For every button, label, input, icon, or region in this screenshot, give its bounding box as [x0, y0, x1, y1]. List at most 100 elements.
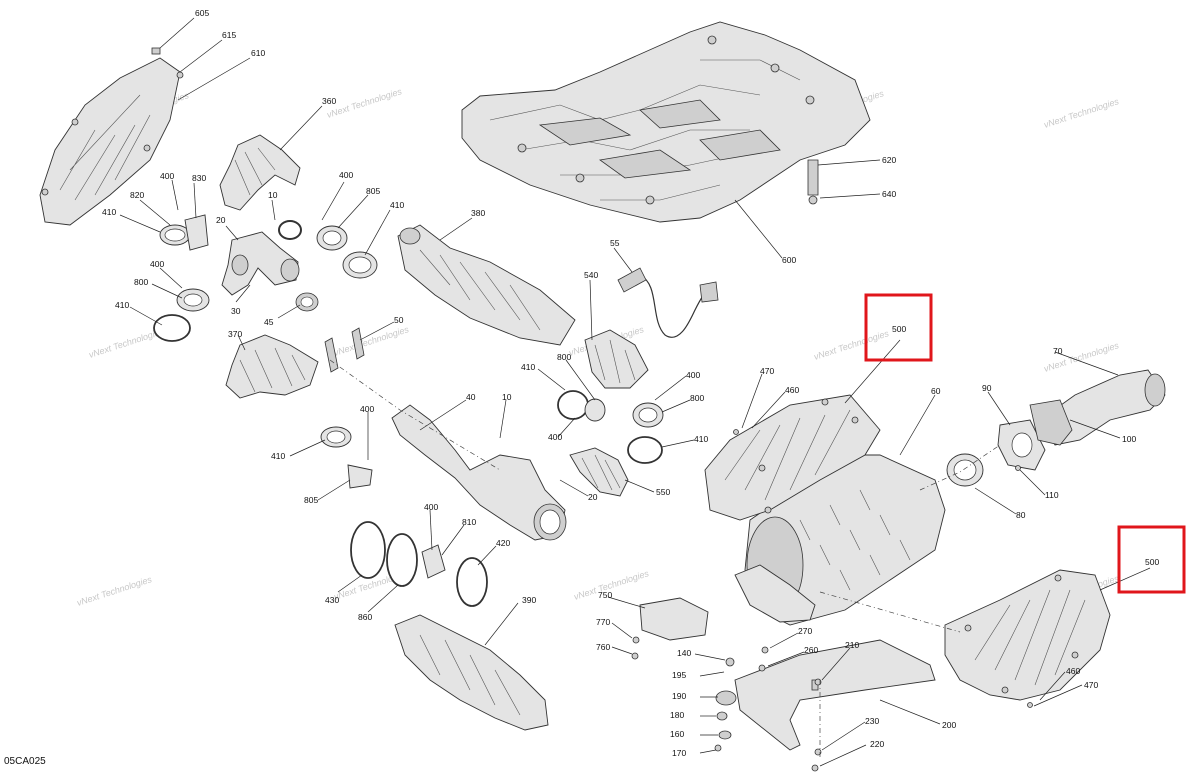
callout-640: 640	[882, 189, 896, 199]
shield-750	[639, 597, 709, 641]
skid-plate-600	[461, 21, 871, 223]
callout-160: 160	[670, 729, 684, 739]
callout-180: 180	[670, 710, 684, 720]
clamp-410-a	[159, 224, 191, 246]
callout-620: 620	[882, 155, 896, 165]
heat-shield-370	[225, 334, 319, 399]
callout-820: 820	[130, 190, 144, 200]
callout-230: 230	[865, 716, 879, 726]
callout-400: 400	[160, 171, 174, 181]
callout-195: 195	[672, 670, 686, 680]
heat-shield-540	[584, 329, 649, 389]
clamps-430-860	[350, 521, 488, 607]
callout-610: 610	[251, 48, 265, 58]
callout-390: 390	[522, 595, 536, 605]
watermark: vNext Technologies	[326, 86, 404, 120]
callout-100: 100	[1122, 434, 1136, 444]
callout-40: 40	[466, 392, 476, 402]
watermark: vNext Technologies	[76, 574, 154, 608]
clamp-830	[184, 214, 209, 251]
clamp-410-c	[342, 251, 378, 279]
clamp-410-e	[557, 390, 589, 420]
callout-470: 470	[1084, 680, 1098, 690]
tailpipe-70	[1039, 369, 1166, 446]
callout-540: 540	[584, 270, 598, 280]
callout-70: 70	[1053, 346, 1063, 356]
clamp-410-d	[153, 314, 191, 342]
callout-260: 260	[804, 645, 818, 655]
callout-805: 805	[366, 186, 380, 196]
callout-600: 600	[782, 255, 796, 265]
callout-labels: 605 615 610 360 400 830 820 410 20 10 40…	[102, 8, 1159, 758]
callout-800: 800	[134, 277, 148, 287]
callout-800: 800	[690, 393, 704, 403]
assembly-axes	[329, 359, 1001, 760]
bracket-200	[734, 639, 936, 751]
pipe-380	[397, 224, 576, 346]
callout-400: 400	[150, 259, 164, 269]
heat-shield-610	[39, 47, 184, 226]
callout-50: 50	[394, 315, 404, 325]
callout-410: 410	[521, 362, 535, 372]
callout-20: 20	[216, 215, 226, 225]
callout-770: 770	[596, 617, 610, 627]
callout-360: 360	[322, 96, 336, 106]
ring-45	[295, 292, 319, 312]
callout-430: 430	[325, 595, 339, 605]
callout-170: 170	[672, 748, 686, 758]
callout-410: 410	[390, 200, 404, 210]
callout-760: 760	[596, 642, 610, 652]
callout-270: 270	[798, 626, 812, 636]
callout-60: 60	[931, 386, 941, 396]
hardware-small	[631, 429, 1033, 772]
callout-20: 20	[588, 492, 598, 502]
callout-860: 860	[358, 612, 372, 622]
callout-805: 805	[304, 495, 318, 505]
callout-800: 800	[557, 352, 571, 362]
callout-200: 200	[942, 720, 956, 730]
callout-460: 460	[785, 385, 799, 395]
clamp-410-b	[316, 225, 348, 251]
callout-380: 380	[471, 208, 485, 218]
clamp-400-800-c	[632, 402, 664, 428]
callout-750: 750	[598, 590, 612, 600]
heat-shield-360	[219, 134, 301, 211]
callout-470: 470	[760, 366, 774, 376]
gasket-80	[946, 453, 984, 487]
studs-50	[324, 327, 365, 373]
clamp-410-f	[627, 436, 663, 464]
leader-lines	[119, 17, 1151, 767]
oxygen-sensor-55	[617, 267, 719, 338]
pipe-40	[391, 404, 567, 541]
callout-420: 420	[496, 538, 510, 548]
callout-400: 400	[424, 502, 438, 512]
callout-55: 55	[610, 238, 620, 248]
callout-10: 10	[268, 190, 278, 200]
callout-400: 400	[360, 404, 374, 414]
callout-410: 410	[115, 300, 129, 310]
clamp-410-g	[320, 426, 352, 448]
watermark: vNext Technologies	[813, 328, 891, 362]
callout-410: 410	[271, 451, 285, 461]
highlight-box-500-right	[1117, 525, 1186, 594]
heat-shield-500-a	[704, 394, 881, 521]
callout-140: 140	[677, 648, 691, 658]
callout-615: 615	[222, 30, 236, 40]
gasket-10-a	[278, 220, 302, 240]
callout-460: 460	[1066, 666, 1080, 676]
manifold-20-30	[221, 231, 300, 296]
clamp-400-800-a	[176, 288, 210, 312]
watermark: vNext Technologies	[1043, 96, 1121, 130]
heat-shield-390	[394, 614, 549, 731]
callout-220: 220	[870, 739, 884, 749]
callout-80: 80	[1016, 510, 1026, 520]
callout-110: 110	[1045, 490, 1059, 500]
watermark: vNext Technologies	[333, 324, 411, 358]
callout-30: 30	[231, 306, 241, 316]
callout-830: 830	[192, 173, 206, 183]
heat-shield-500-b	[944, 569, 1111, 701]
callout-410: 410	[102, 207, 116, 217]
heat-shield-550	[569, 447, 629, 497]
